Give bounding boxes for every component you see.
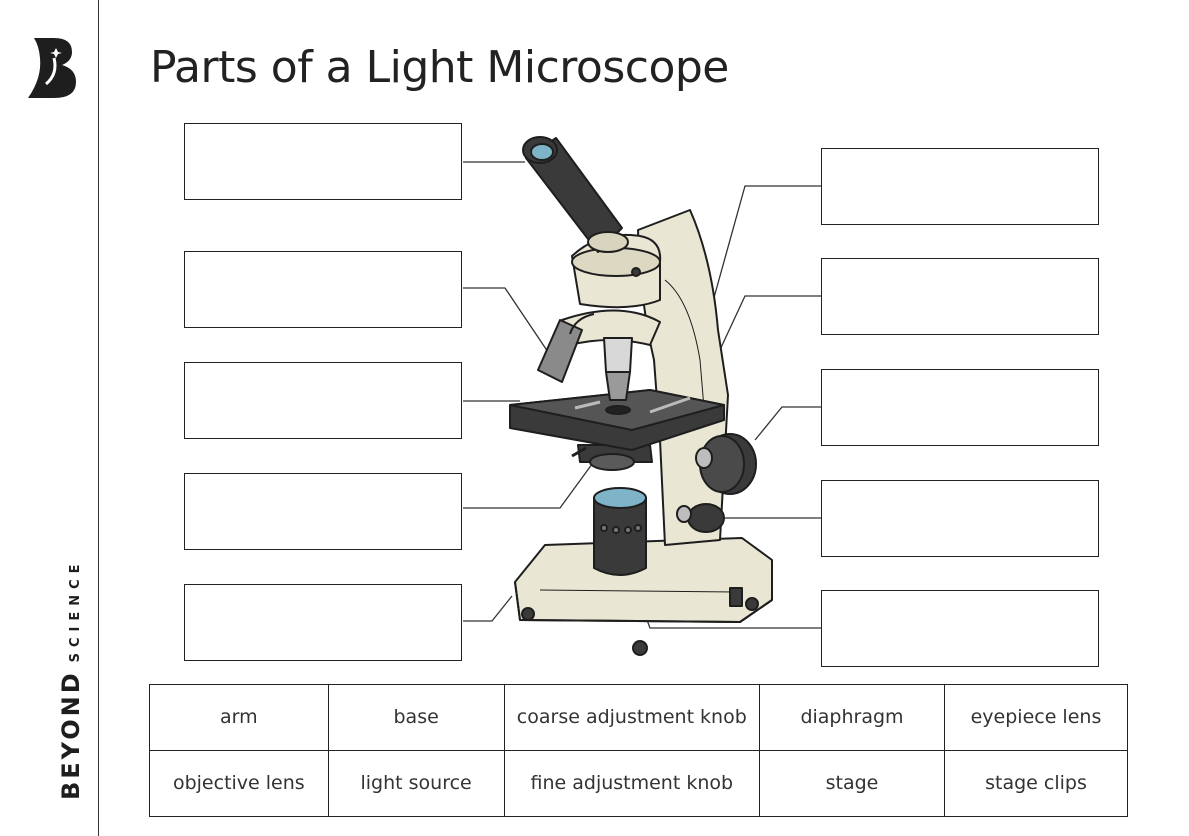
label-box-right-3[interactable]	[821, 369, 1099, 446]
label-box-right-2[interactable]	[821, 258, 1099, 335]
label-box-left-5[interactable]	[184, 584, 462, 661]
word-bank-cell: light source	[327, 750, 505, 817]
word-bank-cell: diaphragm	[759, 684, 945, 751]
microscope-illustration	[463, 136, 821, 656]
word-bank-row: objective lens light source fine adjustm…	[149, 750, 1129, 817]
label-box-left-3[interactable]	[184, 362, 462, 439]
word-bank-table: arm base coarse adjustment knob diaphrag…	[149, 684, 1129, 817]
word-bank-row: arm base coarse adjustment knob diaphrag…	[149, 684, 1129, 751]
label-box-left-2[interactable]	[184, 251, 462, 328]
label-box-right-5[interactable]	[821, 590, 1099, 667]
word-bank-cell: objective lens	[149, 750, 329, 817]
word-bank-cell: stage clips	[943, 750, 1129, 817]
brand-name: BEYOND	[57, 670, 85, 800]
label-box-left-1[interactable]	[184, 123, 462, 200]
label-box-right-1[interactable]	[821, 148, 1099, 225]
word-bank-cell: coarse adjustment knob	[503, 684, 761, 751]
word-bank-cell: arm	[149, 684, 329, 751]
rail-divider	[98, 0, 99, 836]
word-bank-cell: eyepiece lens	[943, 684, 1129, 751]
page-title: Parts of a Light Microscope	[150, 42, 729, 93]
brand-logo-icon	[28, 38, 76, 98]
word-bank-cell: stage	[759, 750, 945, 817]
brand-rail: BEYONDSCIENCE	[0, 0, 100, 836]
word-bank-cell: fine adjustment knob	[503, 750, 761, 817]
label-box-left-4[interactable]	[184, 473, 462, 550]
word-bank-cell: base	[327, 684, 505, 751]
label-box-right-4[interactable]	[821, 480, 1099, 557]
